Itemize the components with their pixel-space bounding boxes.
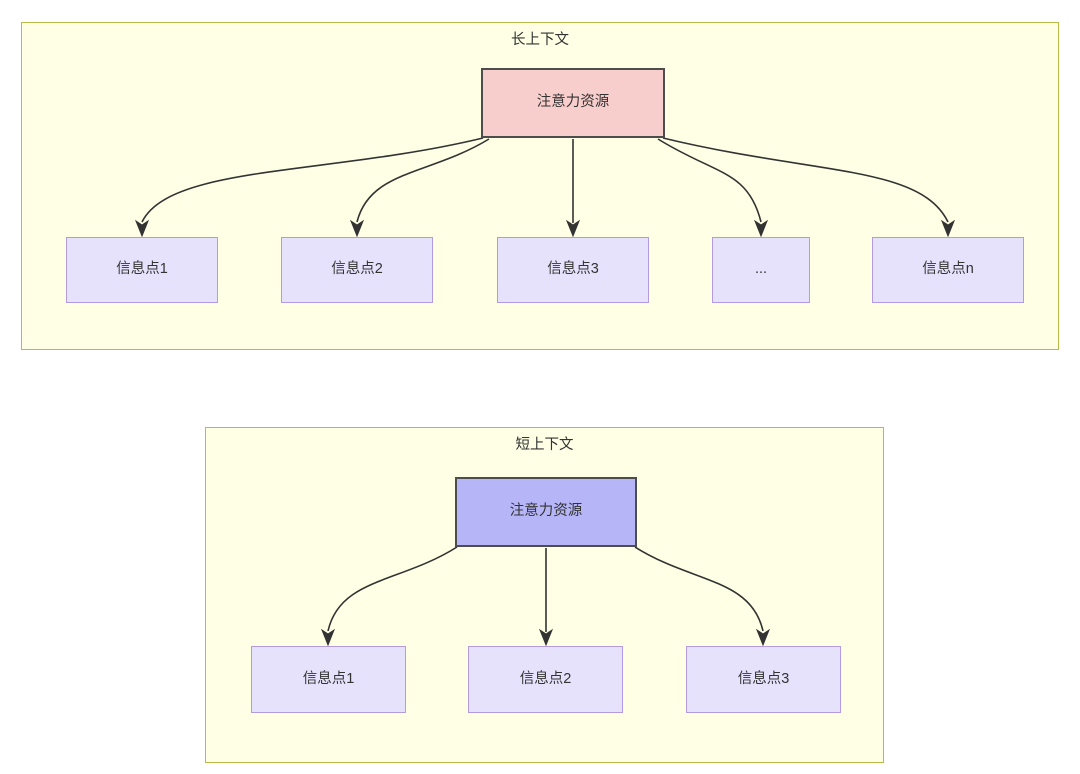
node-info-point-2-short[interactable]: 信息点2 (468, 646, 623, 713)
node-label: 信息点1 (302, 670, 355, 687)
group-long-context-title: 长上下文 (511, 32, 569, 48)
node-label: 信息点3 (547, 261, 599, 278)
node-label: 信息点3 (737, 670, 790, 687)
node-label: 信息点2 (519, 670, 572, 687)
node-info-point-3-short[interactable]: 信息点3 (686, 646, 841, 713)
node-attention-resource-short[interactable]: 注意力资源 (455, 477, 637, 547)
node-label: ... (754, 261, 768, 278)
node-label: 信息点2 (331, 261, 383, 278)
node-info-point-n-long[interactable]: 信息点n (872, 237, 1024, 303)
node-label: 信息点1 (116, 261, 168, 278)
node-info-point-3-long[interactable]: 信息点3 (497, 237, 649, 303)
node-label: 注意力资源 (509, 503, 583, 520)
node-label: 注意力资源 (536, 94, 610, 111)
node-info-point-1-short[interactable]: 信息点1 (251, 646, 406, 713)
group-short-context-title: 短上下文 (515, 437, 574, 453)
node-info-point-1-long[interactable]: 信息点1 (66, 237, 218, 303)
node-info-point-2-long[interactable]: 信息点2 (281, 237, 433, 303)
node-info-point-ellipsis-long[interactable]: ... (712, 237, 810, 303)
node-label: 信息点n (922, 261, 974, 278)
node-attention-resource-long[interactable]: 注意力资源 (481, 68, 665, 138)
